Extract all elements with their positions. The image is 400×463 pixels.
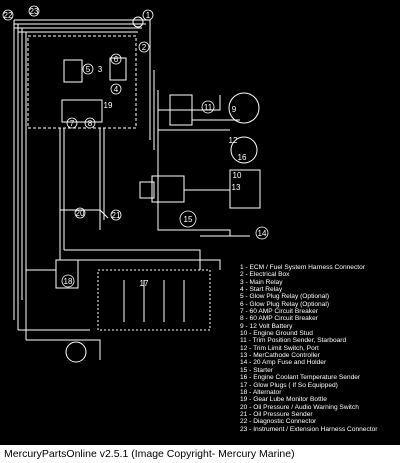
legend-item: 18 - Alternator <box>240 388 282 396</box>
legend-item: 4 - Start Relay <box>240 286 283 294</box>
ground-stud-block <box>229 169 261 209</box>
legend-item: 9 - 12 Volt Battery <box>240 322 293 330</box>
callout-10: 10 <box>233 171 242 180</box>
legend-item: 14 - 20 Amp Fuse and Holder <box>240 359 327 367</box>
legend-item: 23 - Instrument / Extension Harness Conn… <box>240 425 378 433</box>
relay-block-2 <box>109 57 127 81</box>
callout-20: 20 <box>76 209 85 218</box>
oil-sender-wires <box>60 209 109 219</box>
callout-19: 19 <box>104 101 113 110</box>
callout-3: 3 <box>98 65 103 74</box>
gear-lube-bottle-icon <box>65 341 87 363</box>
ecm-connector-icon <box>132 16 144 28</box>
legend-item: 13 - MerCathode Controller <box>240 352 320 360</box>
battery-terminal-icon <box>230 136 258 164</box>
legend-item: 19 - Gear Lube Monitor Bottle <box>240 396 327 404</box>
starter-body <box>151 175 185 203</box>
legend-item: 6 - Glow Plug Relay (Optional) <box>240 300 330 308</box>
legend-item: 22 - Diagnostic Connector <box>240 418 317 426</box>
legend-item: 10 - Engine Ground Stud <box>240 330 313 338</box>
legend-item: 8 - 60 AMP Circuit Breaker <box>240 315 318 323</box>
legend-item: 20 - Oil Pressure / Audio Warning Switch <box>240 403 359 411</box>
legend-item: 5 - Glow Plug Relay (Optional) <box>240 293 330 301</box>
callout-8: 8 <box>88 119 93 128</box>
starter-solenoid <box>139 181 155 199</box>
copyright-footer: MercuryPartsOnline v2.5.1 (Image Copyrig… <box>4 448 295 460</box>
battery-icon <box>228 92 260 124</box>
callout-12: 12 <box>229 136 238 145</box>
callout-23: 23 <box>30 7 39 16</box>
legend-item: 15 - Starter <box>240 366 273 374</box>
bottom-bus-wires <box>60 249 221 270</box>
callout-13: 13 <box>232 183 241 192</box>
legend-item: 17 - Glow Plugs ( If So Equipped) <box>240 381 338 389</box>
legend-item: 7 - 60 AMP Circuit Breaker <box>240 308 318 316</box>
wiring-diagram-frame: 23 1 2 6 5 4 7 8 9 10 11 12 13 14 15 16 … <box>0 0 400 445</box>
legend-item: 21 - Oil Pressure Sender <box>240 410 313 418</box>
legend-item: 11 - Trim Position Sender, Starboard <box>240 337 347 345</box>
harness-bundle-left <box>13 20 27 340</box>
callout-15: 15 <box>184 215 193 224</box>
callout-6: 6 <box>114 55 119 64</box>
legend-item: 16 - Engine Coolant Temperature Sender <box>240 374 361 382</box>
legend-item: 1 - ECM / Fuel System Harness Connector <box>240 264 365 271</box>
legend-item: 12 - Trim Limit Switch, Port <box>240 344 319 352</box>
callout-7: 7 <box>70 119 75 128</box>
callout-17: 17 <box>140 279 149 288</box>
callout-9: 9 <box>232 105 237 114</box>
legend-item: 3 - Main Relay <box>240 278 283 286</box>
relay-block <box>63 59 83 83</box>
harness-vertical-runs <box>59 20 159 260</box>
callout-4: 4 <box>114 85 119 94</box>
glow-plug-bank <box>97 269 211 331</box>
callout-22: 22 <box>4 11 13 20</box>
breaker-block <box>61 99 103 123</box>
callout-1: 1 <box>146 11 151 20</box>
callout-5: 5 <box>86 65 91 74</box>
callout-21: 21 <box>112 211 121 220</box>
alternator-wires <box>18 269 101 360</box>
callout-16: 16 <box>238 153 247 162</box>
callout-2: 2 <box>142 43 147 52</box>
callout-11: 11 <box>204 103 213 112</box>
wiring-diagram: 23 1 2 6 5 4 7 8 9 10 11 12 13 14 15 16 … <box>2 5 269 363</box>
harness-bundle-top <box>14 19 150 33</box>
wire-to-battery <box>158 95 240 131</box>
callout-18: 18 <box>64 277 73 286</box>
callout-14: 14 <box>258 229 267 238</box>
legend-item: 2 - Electrical Box <box>240 271 290 279</box>
legend: 1 - ECM / Fuel System Harness Connector … <box>240 264 398 433</box>
starter-wires <box>157 189 231 236</box>
